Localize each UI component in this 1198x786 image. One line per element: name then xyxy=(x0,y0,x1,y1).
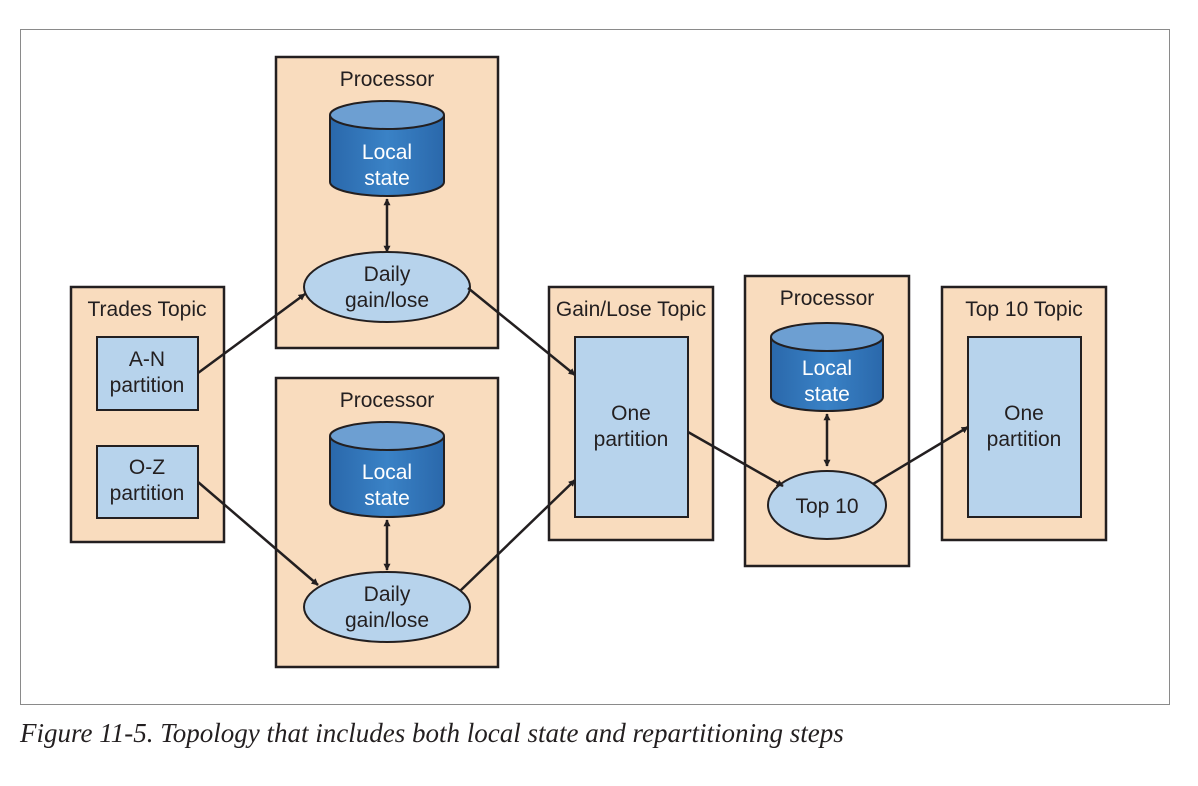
topology-diagram: Trades Topic A-N partition O-Z partition… xyxy=(69,55,1108,669)
partition-a-n-line2: partition xyxy=(110,374,185,397)
daily-gain-lose-bottom: Daily gain/lose xyxy=(303,571,471,643)
processor-top: Processor Local state Daily gain/lose xyxy=(274,55,500,350)
top10-topic-title: Top 10 Topic xyxy=(965,298,1083,321)
arrow-oz-to-processor-bottom xyxy=(197,481,319,586)
figure-caption: Figure 11-5. Topology that includes both… xyxy=(20,718,844,748)
local-state-db-top10: Local state xyxy=(770,322,884,412)
daily-gain-lose-top-line2: gain/lose xyxy=(345,289,429,312)
gain-lose-topic: Gain/Lose Topic One partition xyxy=(547,285,715,542)
processor-top10: Processor Local state Top 10 xyxy=(743,274,911,568)
daily-gain-lose-bottom-line1: Daily xyxy=(364,583,411,606)
daily-gain-lose-top-line1: Daily xyxy=(364,263,411,286)
gain-lose-topic-title: Gain/Lose Topic xyxy=(556,298,706,321)
local-state-top-line1: Local xyxy=(362,141,412,164)
processor-bottom-title: Processor xyxy=(340,389,435,412)
processor-top-title: Processor xyxy=(340,68,435,91)
arrow-top10-to-topic xyxy=(872,425,969,486)
partition-o-z-line2: partition xyxy=(110,482,185,505)
partition-a-n-line1: A-N xyxy=(129,348,165,371)
partition-a-n: A-N partition xyxy=(96,336,199,411)
top10-partition-box xyxy=(967,336,1082,518)
top10-operator-label: Top 10 xyxy=(795,495,858,518)
local-state-db-top: Local state xyxy=(329,100,445,197)
trades-topic-title: Trades Topic xyxy=(87,298,206,321)
partition-o-z-line1: O-Z xyxy=(129,456,165,479)
local-state-top-line2: state xyxy=(364,167,410,190)
arrow-processor-top-to-gain-lose xyxy=(467,287,576,376)
daily-gain-lose-bottom-line2: gain/lose xyxy=(345,609,429,632)
arrow-gain-lose-to-top10 xyxy=(687,430,784,488)
trades-topic: Trades Topic A-N partition O-Z partition xyxy=(69,285,226,544)
local-state-top10-line1: Local xyxy=(802,357,852,380)
local-state-top10-line2: state xyxy=(804,383,850,406)
top10-partition-line1: One xyxy=(1004,402,1044,425)
top10-topic: Top 10 Topic One partition xyxy=(940,285,1108,542)
arrow-processor-bottom-to-gain-lose xyxy=(459,479,576,592)
local-state-bottom-line1: Local xyxy=(362,461,412,484)
partition-o-z: O-Z partition xyxy=(96,445,199,519)
local-state-db-bottom: Local state xyxy=(329,421,445,518)
gain-lose-partition-line2: partition xyxy=(594,428,669,451)
top10-partition-line2: partition xyxy=(987,428,1062,451)
processor-bottom: Processor Local state Daily gain/lose xyxy=(274,376,500,669)
local-state-bottom-line2: state xyxy=(364,487,410,510)
daily-gain-lose-top: Daily gain/lose xyxy=(303,251,471,323)
arrow-an-to-processor-top xyxy=(197,292,306,375)
top10-operator: Top 10 xyxy=(767,470,887,540)
gain-lose-partition-box xyxy=(574,336,689,518)
partition-a-n-box xyxy=(96,336,199,411)
flow-arrows xyxy=(197,287,969,592)
gain-lose-partition-line1: One xyxy=(611,402,651,425)
processor-top10-title: Processor xyxy=(780,287,875,310)
